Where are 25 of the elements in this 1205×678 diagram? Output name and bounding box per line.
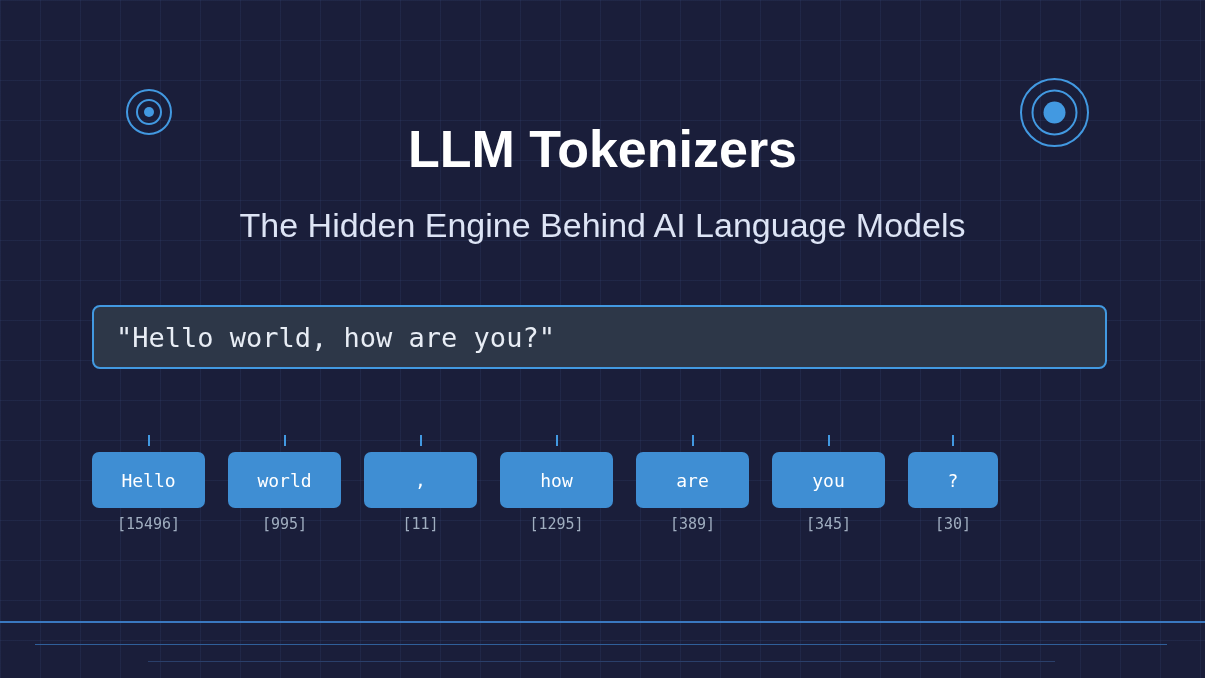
title: LLM Tokenizers [407,120,798,178]
token-box [92,452,205,508]
input-field [92,305,1107,369]
token-text: are [676,469,709,491]
token-box [500,452,613,508]
token-text: Hello [121,469,176,491]
token-id: [30] [934,515,972,533]
token-id: [15496] [116,515,181,533]
input-text: "Hello world, how are you?" [116,321,555,353]
token-id: [389] [669,515,716,533]
token-id: [345] [805,515,852,533]
token-id: [11] [402,515,439,533]
token-text: you [812,469,845,491]
subtitle: The Hidden Engine Behind AI Language Models [239,206,966,244]
token-box [908,452,998,508]
token-id: [995] [261,515,308,533]
token-text: world [257,469,312,491]
token-text: , [415,469,426,491]
token-box [772,452,885,508]
token-text: ? [947,469,959,491]
token-box [228,452,341,508]
token-id: [1295] [529,515,584,533]
token-box [636,452,749,508]
token-box [364,452,477,508]
token-text: how [540,469,573,491]
